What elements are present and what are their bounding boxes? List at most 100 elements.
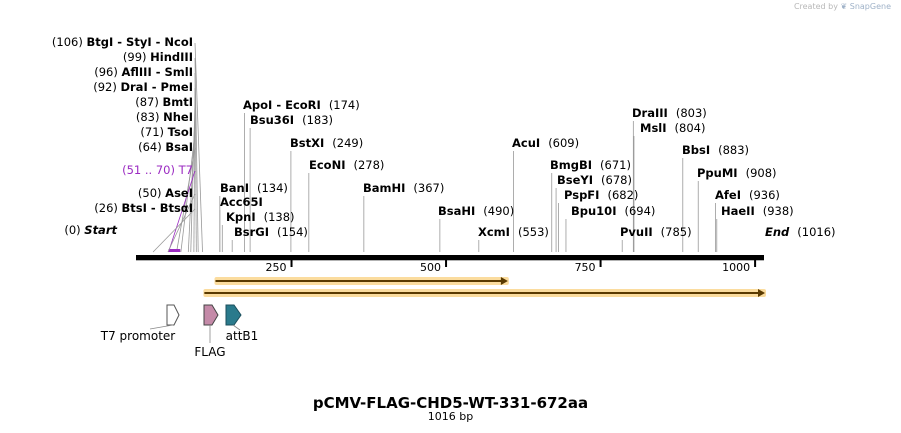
ruler-tick-label: 250 [266,261,287,274]
site-leader [194,57,199,253]
site-position: (26) [94,201,121,215]
site-label: (26) BtsI - BtsαI [94,201,193,215]
site-bamhi[interactable]: BamHI(367) [363,181,444,195]
site-kpni[interactable]: KpnI(138) [226,210,295,224]
enzyme-name: BtgI - StyI - NcoI [86,35,193,49]
enzyme-name: XcmI [478,225,510,239]
site-pspfi[interactable]: PspFI (682) [564,188,638,202]
site-label: (96) AflIII - SmlI [94,65,193,79]
enzyme-name: BmtI [162,95,193,109]
enzyme-name: HindIII [150,50,193,64]
site-position: (1016) [797,225,835,239]
t7-promoter-leader [149,324,174,330]
site-position: (83) [136,110,163,124]
site-position: (671) [600,158,631,172]
site-tsoi[interactable]: (71) TsoI [140,125,193,139]
enzyme-name: TsoI [168,125,193,139]
site-end[interactable]: End(1016) [765,225,836,239]
site-bmgbi[interactable]: BmgBI (671) [550,158,631,172]
site-labels: (106) BtgI - StyI - NcoI(99) HindIII(96)… [52,35,836,239]
enzyme-name: BsrGI [234,225,269,239]
site-label: (51 .. 70) T7 [122,163,193,177]
site-label: EcoNI(278) [309,158,384,172]
site-label: PpuMI(908) [697,166,777,180]
enzyme-name: AcuI [512,136,540,150]
site-afliii-smli[interactable]: (96) AflIII - SmlI [94,65,193,79]
enzyme-name: MslI [640,121,667,135]
site-label: BseYI(678) [557,173,632,187]
site-position: (785) [661,225,692,239]
site-label: BbsI(883) [682,143,749,157]
site-acc65i[interactable]: Acc65I [220,195,263,209]
site-ppumi[interactable]: PpuMI(908) [697,166,777,180]
ruler-tick [290,259,293,267]
site-acui[interactable]: AcuI(609) [512,136,579,150]
site-haeii[interactable]: HaeII (938) [721,204,794,218]
enzyme-name: T7 [178,163,193,177]
site-asei[interactable]: (50) AseI [138,186,193,200]
site-position: (64) [138,140,165,154]
flag-feature[interactable]: FLAG [194,304,226,359]
site-bstxi[interactable]: BstXI(249) [290,136,363,150]
ruler-tick-label: 750 [575,261,596,274]
site-label: (64) BsaI [138,140,193,154]
enzyme-name: BtsI - BtsαI [122,201,193,215]
site-pvuii[interactable]: PvuII(785) [620,225,692,239]
site-hindiii[interactable]: (99) HindIII [123,50,193,64]
site-bmti[interactable]: (87) BmtI [135,95,193,109]
site-msli[interactable]: MslI(804) [640,121,705,135]
site-bseyi[interactable]: BseYI(678) [557,173,632,187]
site-drai-pmei[interactable]: (92) DraI - PmeI [93,80,193,94]
site-bsahi[interactable]: BsaHI(490) [438,204,514,218]
enzyme-name: AfeI [715,188,741,202]
enzyme-name: BmgBI [550,158,592,172]
site-position: (134) [257,181,288,195]
plasmid-length: 1016 bp [427,410,474,423]
site-bani[interactable]: BanI(134) [220,181,288,195]
site-position: (682) [607,188,638,202]
site-bsu36i[interactable]: Bsu36I(183) [250,113,333,127]
enzyme-name: BstXI [290,136,324,150]
site-xcmi[interactable]: XcmI(553) [478,225,549,239]
site-start[interactable]: (0) Start [64,223,117,237]
ruler-tick [754,259,757,267]
site-apoi-ecori[interactable]: ApoI - EcoRI(174) [243,98,360,112]
site-bbsi[interactable]: BbsI(883) [682,143,749,157]
attb1-feature[interactable]: attB1 [225,304,259,343]
site-label: BsaHI(490) [438,204,514,218]
site-position: (71) [140,125,167,139]
site-label: XcmI(553) [478,225,549,239]
enzyme-name: HaeII [721,204,755,218]
feature-layer: T7 promoter FLAG attB1 [100,304,259,359]
site-btsi-bts-i[interactable]: (26) BtsI - BtsαI [94,201,193,215]
enzyme-name: PspFI [564,188,599,202]
site-position: (278) [353,158,384,172]
site-afei[interactable]: AfeI(936) [715,188,780,202]
site-label: (106) BtgI - StyI - NcoI [52,35,193,49]
enzyme-name: Bpu10I [571,204,616,218]
site-position: (174) [329,98,360,112]
enzyme-name: BamHI [363,181,405,195]
t7-promoter-feature[interactable]: T7 promoter [100,304,180,343]
site-label: AcuI(609) [512,136,579,150]
site-bsai[interactable]: (64) BsaI [138,140,193,154]
ruler-tick [599,259,602,267]
site-leader [194,42,203,253]
site-btgi-styi-ncoi[interactable]: (106) BtgI - StyI - NcoI [52,35,193,49]
credit-prefix: Created by [793,2,838,11]
site-position: (138) [264,210,295,224]
site-bpu10i[interactable]: Bpu10I(694) [571,204,655,218]
enzyme-name: AseI [165,186,193,200]
orf-arrowhead-icon [757,289,765,297]
site-bsrgi[interactable]: BsrGI(154) [234,225,308,239]
site-econi[interactable]: EcoNI(278) [309,158,384,172]
site-draiii[interactable]: DraIII(803) [632,106,707,120]
snapgene-logo-icon: ❦ [840,2,848,11]
site-position: (938) [763,204,794,218]
attb1-label: attB1 [226,329,259,343]
site-t7[interactable]: (51 .. 70) T7 [122,163,193,177]
site-nhei[interactable]: (83) NheI [136,110,193,124]
site-lines [152,42,718,253]
enzyme-name: NheI [163,110,193,124]
